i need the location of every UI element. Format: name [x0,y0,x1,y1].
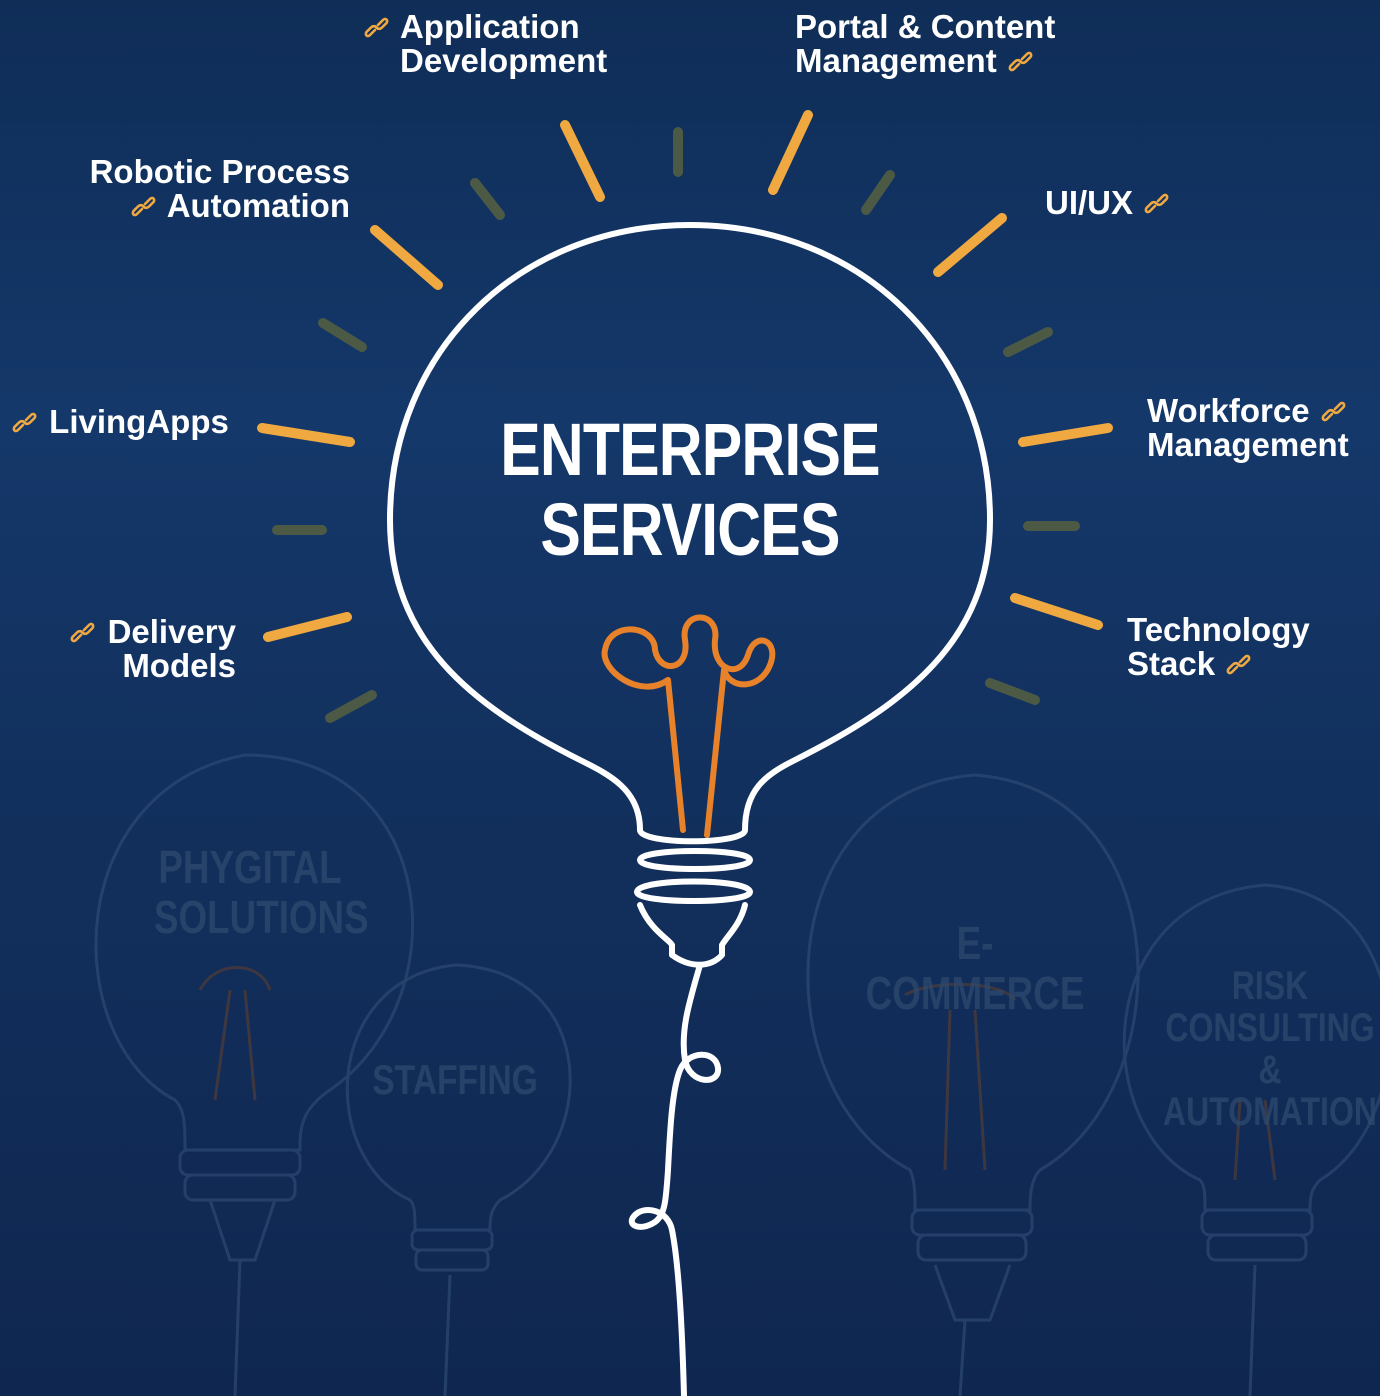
link-icon [362,13,392,39]
ghost-line: E-COMMERCE [865,917,1085,1019]
ray [470,178,505,220]
label-text: Robotic Process [89,153,350,190]
service-link-ui-ux[interactable]: UI/UX [1045,186,1172,220]
ghost-bulb-phygital [94,753,414,1396]
ray [257,423,355,447]
label-text: Application [399,8,580,45]
link-icon [68,618,98,644]
label-text: Technology [1127,611,1310,648]
service-link-livingapps[interactable]: LivingApps [10,405,229,439]
ray [263,612,352,642]
label-text: Management [795,42,997,79]
label-line: Application [362,10,607,44]
label-text: Development [400,42,608,79]
ray [985,678,1040,705]
label-text: Portal & Content [795,8,1056,45]
label-line: LivingApps [10,405,229,439]
ray [370,225,443,290]
light-rays [257,110,1113,723]
hero-title: ENTERPRISE SERVICES [485,410,895,570]
ghost-label-phygital: PHYGITAL SOLUTIONS [154,841,369,943]
ghost-line: & AUTOMATION [1163,1048,1377,1134]
ghost-bulb-staffing [345,963,572,1396]
ghost-line: SOLUTIONS [154,891,369,943]
label-text: Delivery [107,613,236,650]
service-link-application-development[interactable]: Application Development [362,10,607,78]
ghost-line: CONSULTING [1165,1006,1375,1050]
link-icon [1224,650,1254,676]
service-link-delivery-models[interactable]: Delivery Models [40,615,236,683]
link-icon [1142,189,1172,215]
label-line: Automation [58,189,350,223]
label-text: Workforce [1147,392,1310,429]
label-text: Models [122,647,236,684]
ray [560,120,605,202]
label-line: Management [795,44,1055,78]
ghost-label-staffing: STAFFING [367,1058,543,1102]
link-icon [1006,47,1036,73]
ray [318,318,367,352]
link-icon [10,408,40,434]
bulb-filament [601,614,776,838]
ghost-line: PHYGITAL [158,841,342,893]
ray [325,690,377,723]
ghost-label-risk: RISK CONSULTING & AUTOMATION [1162,965,1378,1133]
label-text: UI/UX [1045,184,1134,221]
hero-line-2: SERVICES [540,488,840,571]
link-icon [1319,397,1349,423]
ray [1018,423,1113,447]
label-text: LivingApps [49,403,229,440]
service-link-robotic-process-automation[interactable]: Robotic Process Automation [58,155,350,223]
label-text: Stack [1127,645,1216,682]
ghost-label-ecommerce: E-COMMERCE [859,918,1091,1018]
ray [933,213,1007,277]
ray [1010,593,1103,630]
label-line: Delivery [40,615,236,649]
ghost-bulb-risk [1122,883,1380,1396]
label-line: Workforce [1147,394,1349,428]
ghost-line: STAFFING [372,1056,538,1103]
service-link-portal-content-management[interactable]: Portal & Content Management [795,10,1055,78]
ray [768,110,813,195]
hero-line-1: ENTERPRISE [500,408,880,491]
ray [861,170,895,215]
background-bulbs [94,753,1380,1396]
link-icon [129,192,159,218]
service-link-technology-stack[interactable]: Technology Stack [1127,613,1310,681]
label-text: Automation [166,187,350,224]
service-link-workforce-management[interactable]: Workforce Management [1147,394,1349,462]
label-line: Stack [1127,647,1310,681]
ray [1003,327,1053,357]
label-line: UI/UX [1045,186,1172,220]
main-bulb-outline [387,222,993,1396]
ghost-bulb-ecommerce [806,773,1140,1396]
ghost-line: RISK [1231,964,1309,1008]
label-text: Management [1147,426,1349,463]
